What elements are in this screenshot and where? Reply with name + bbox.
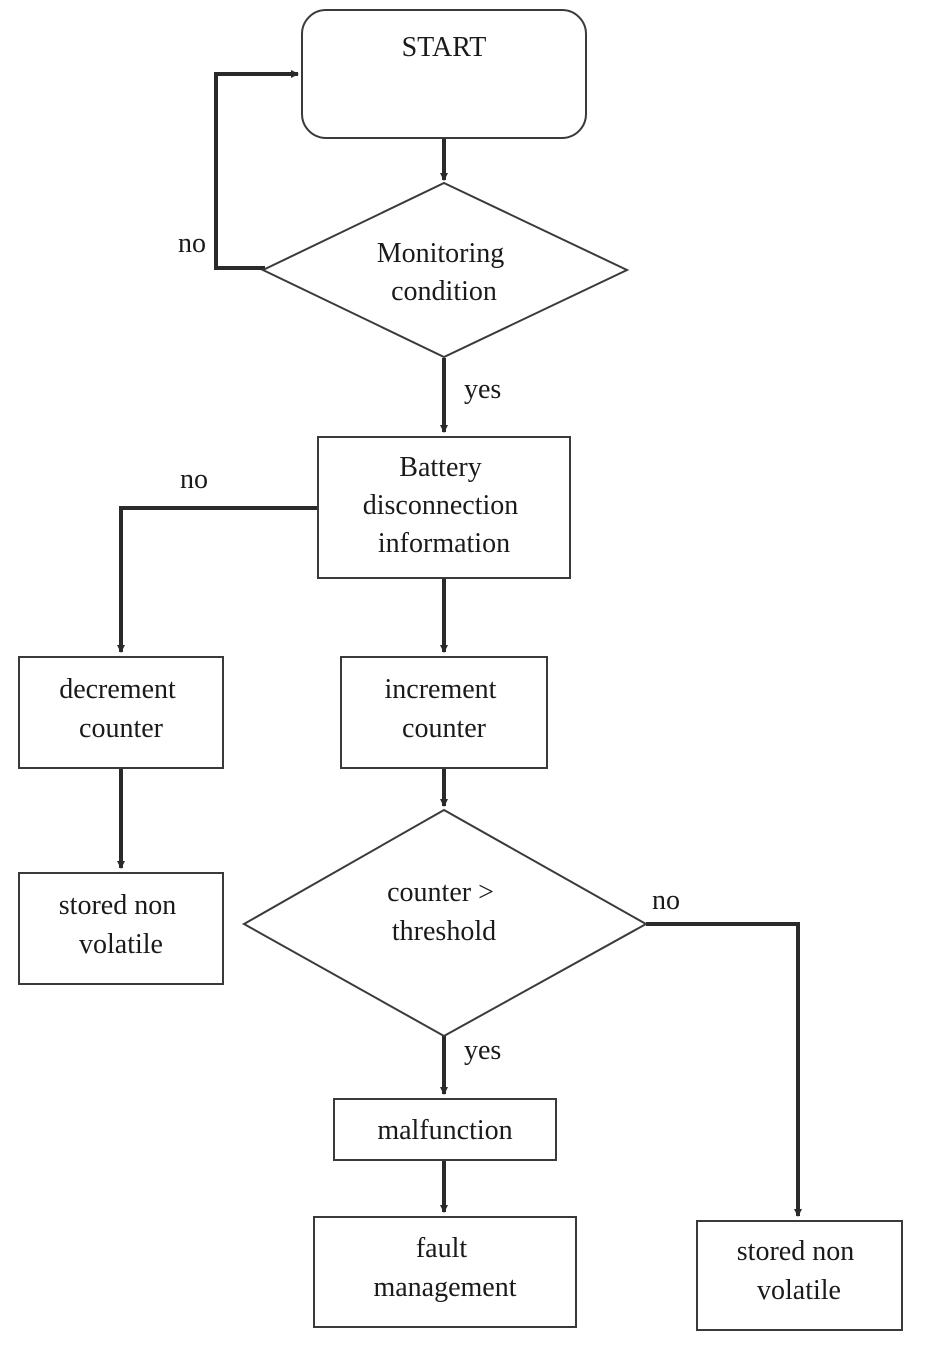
increment-counter-node: increment counter xyxy=(340,656,548,769)
battery-process-shape xyxy=(317,436,571,579)
start-node: START xyxy=(301,9,587,139)
decrement-counter-node: decrement counter xyxy=(18,656,224,769)
increment-counter-label: increment counter xyxy=(385,674,504,744)
stored-non-volatile-left-node: stored non volatile xyxy=(18,872,224,985)
stored-right-process-shape xyxy=(696,1220,903,1331)
fault-process-shape xyxy=(313,1216,577,1328)
malfunction-label: malfunction xyxy=(377,1115,512,1146)
decrement-counter-label: decrement counter xyxy=(59,674,183,744)
connectors xyxy=(117,70,802,1217)
monitoring-condition-label: Monitoring condition xyxy=(377,238,512,307)
monitoring-decision-shape xyxy=(260,181,630,359)
counter-threshold-node: counter > threshold xyxy=(241,808,649,1038)
threshold-no-label: no xyxy=(652,885,680,916)
fault-management-node: fault management xyxy=(313,1216,577,1328)
edge-battery-no xyxy=(117,506,318,653)
malfunction-node: malfunction xyxy=(333,1098,557,1161)
fault-management-label: fault management xyxy=(373,1233,516,1303)
start-terminal-shape xyxy=(301,9,587,139)
monitoring-yes-label: yes xyxy=(464,374,501,405)
start-label: START xyxy=(402,32,487,63)
increment-process-shape xyxy=(340,656,548,769)
threshold-decision-shape xyxy=(241,808,649,1038)
stored-non-volatile-right-label: stored non volatile xyxy=(737,1236,861,1306)
battery-disconnection-node: Battery disconnection information xyxy=(317,436,571,579)
monitoring-condition-node: Monitoring condition xyxy=(260,181,630,359)
battery-no-label: no xyxy=(180,464,208,495)
counter-threshold-label: counter > threshold xyxy=(387,877,501,947)
battery-disconnection-label: Battery disconnection information xyxy=(363,452,526,559)
threshold-yes-label: yes xyxy=(464,1035,501,1066)
stored-non-volatile-right-node: stored non volatile xyxy=(696,1220,903,1331)
malfunction-process-shape xyxy=(333,1098,557,1161)
monitoring-no-label: no xyxy=(178,228,206,259)
stored-left-process-shape xyxy=(18,872,224,985)
edge-threshold-no xyxy=(646,922,802,1217)
stored-non-volatile-left-label: stored non volatile xyxy=(59,890,183,960)
edge-labels: no yes no no yes xyxy=(178,228,680,1066)
edge-monitoring-no-loop xyxy=(214,70,299,270)
decrement-process-shape xyxy=(18,656,224,769)
